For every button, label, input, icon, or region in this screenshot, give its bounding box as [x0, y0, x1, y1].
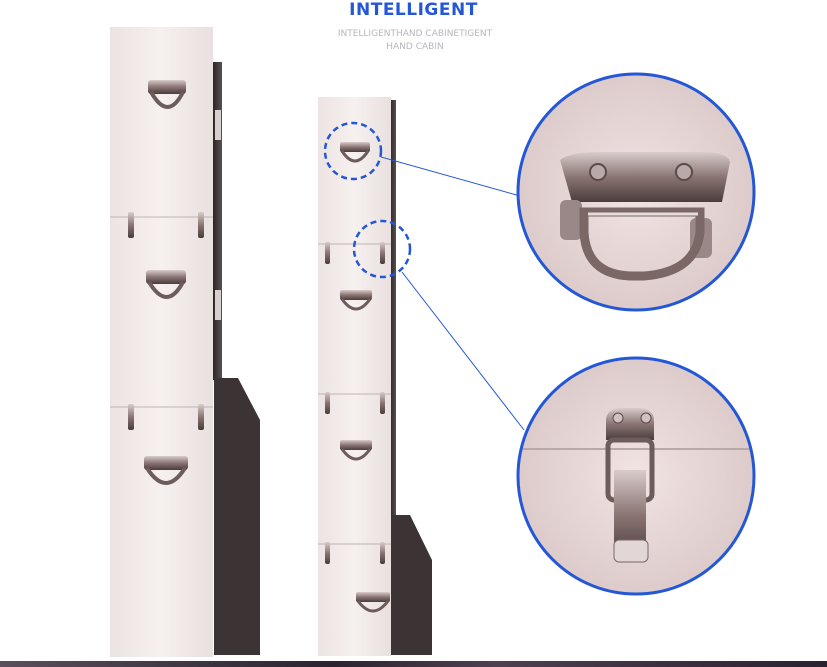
latch-icon — [325, 542, 330, 564]
latch-icon — [325, 392, 330, 414]
middle-cabinet-stack — [318, 97, 432, 656]
bottom-strip — [0, 661, 827, 667]
handle-icon — [340, 440, 372, 461]
subtitle-line-1: INTELLIGENTHAND CABINETIGENT — [337, 29, 493, 39]
latch-highlight-circle — [352, 219, 412, 279]
latch-icon — [128, 404, 134, 430]
zoom-handle-detail — [516, 72, 756, 312]
connector-line — [380, 156, 521, 197]
handle-icon — [146, 270, 186, 299]
latch-icon — [380, 242, 385, 264]
latch-icon — [325, 242, 330, 264]
latch-icon — [198, 212, 204, 238]
handle-icon — [356, 592, 390, 613]
handle-highlight-circle — [323, 121, 383, 181]
latch-icon — [380, 392, 385, 414]
latch-icon — [380, 542, 385, 564]
zoom-latch-detail — [516, 356, 756, 596]
latch-icon — [198, 404, 204, 430]
connector-line — [401, 271, 525, 431]
handle-icon — [340, 142, 370, 163]
latch-icon — [128, 212, 134, 238]
page-title: INTELLIGENT — [349, 0, 478, 20]
left-cabinet-stack — [110, 27, 260, 657]
subtitle-line-2: HAND CABIN — [386, 42, 444, 52]
handle-icon — [144, 456, 188, 485]
handle-icon — [148, 80, 186, 109]
handle-icon — [340, 290, 372, 311]
page-subtitle: INTELLIGENTHAND CABINETIGENT HAND CABIN — [315, 28, 515, 54]
